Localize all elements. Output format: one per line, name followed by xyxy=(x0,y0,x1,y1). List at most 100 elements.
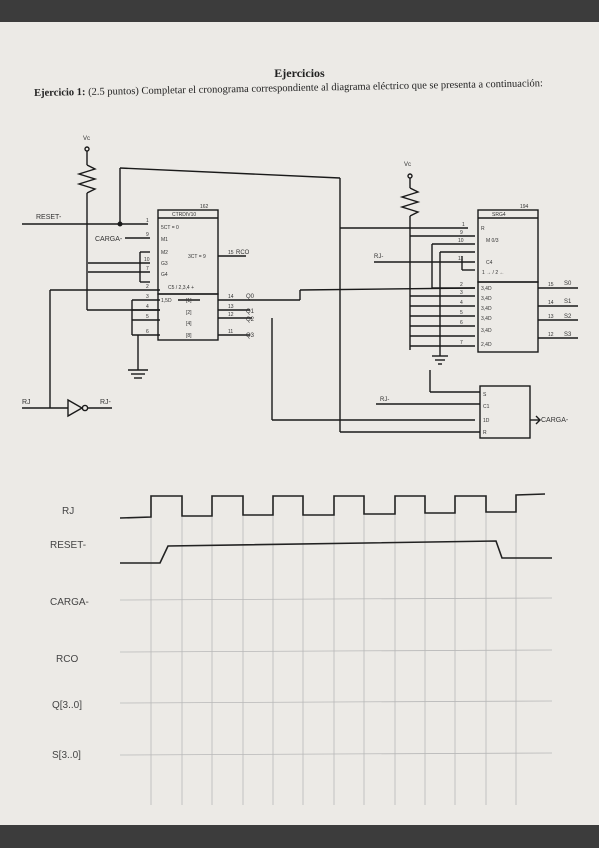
rj-inverted-label: RJ- xyxy=(100,399,112,406)
shift-line-6: 3,4D xyxy=(481,296,492,302)
pullup-resistor-left xyxy=(76,164,98,194)
q1-label: Q1 xyxy=(246,309,255,315)
counter-pin-10: 10 xyxy=(144,257,150,263)
counter-162-outputs xyxy=(157,293,219,341)
rco-label: RCO xyxy=(236,250,250,256)
shift-pin-3: 3 xyxy=(460,290,463,296)
timing-grid xyxy=(119,495,553,805)
shift-pin-13: 13 xyxy=(548,314,554,320)
exam-sheet: Ejercicios Ejercicio 1: (2.5 puntos) Com… xyxy=(0,22,599,825)
counter-name: CTRDIV10 xyxy=(172,212,196,218)
timing-waveforms xyxy=(119,493,552,564)
vcc-terminal-right xyxy=(407,173,413,179)
signal-label-carga: CARGA- xyxy=(50,597,89,608)
counter-pin-3: 3 xyxy=(146,294,149,300)
counter-pin-14: 14 xyxy=(228,294,234,300)
counter-line-5: G4 xyxy=(161,272,168,278)
counter-pin-12: 12 xyxy=(228,312,234,318)
inverter-gate xyxy=(67,398,84,418)
shift-pin-15: 15 xyxy=(548,282,554,288)
reset-waveform xyxy=(120,540,552,564)
shift-line-2: M 0/3 xyxy=(486,238,499,244)
counter-line-11: [8] xyxy=(186,333,192,339)
counter-line-10: [4] xyxy=(186,321,192,327)
counter-line-4: G3 xyxy=(161,261,168,267)
counter-pin-15: 15 xyxy=(228,250,234,256)
signal-label-rco: RCO xyxy=(56,654,78,665)
pullup-resistor-right xyxy=(399,187,421,217)
counter-pin-2: 2 xyxy=(146,284,149,290)
q3-label: Q3 xyxy=(246,333,255,339)
shift-name: SRG4 xyxy=(492,212,506,218)
inverter-bubble xyxy=(81,404,89,412)
counter-line-7: 1,5D xyxy=(161,298,172,304)
counter-pin-13: 13 xyxy=(228,304,234,310)
q0-label: Q0 xyxy=(246,294,255,300)
signal-label-reset: RESET- xyxy=(50,540,86,551)
circuit-diagram xyxy=(22,146,578,439)
s2-label: S2 xyxy=(564,314,572,320)
vcc-label-right: Vc xyxy=(404,162,411,168)
ff-set-label: S xyxy=(483,392,487,398)
shift-pin-4: 4 xyxy=(460,300,463,306)
counter-pin-5: 5 xyxy=(146,314,149,320)
counter-pin-6: 6 xyxy=(146,329,149,335)
shift-part-number: 194 xyxy=(520,204,529,210)
page-title: Ejercicios xyxy=(274,66,325,80)
shift-pin-1: 1 xyxy=(462,222,465,228)
counter-line-6: C5 / 2,3,4 + xyxy=(168,285,194,291)
shift-pin-12: 12 xyxy=(548,332,554,338)
signal-label-q: Q[3..0] xyxy=(52,700,82,711)
shift-pin-9: 9 xyxy=(460,230,463,236)
rj-label-shift: RJ- xyxy=(374,254,383,260)
shift-line-9: 3,4D xyxy=(481,328,492,334)
shift-line-5: 3,4D xyxy=(481,286,492,292)
counter-line-2: M1 xyxy=(161,237,168,243)
counter-line-9: [2] xyxy=(186,310,192,316)
counter-pin-7: 7 xyxy=(146,266,149,272)
shift-pin-10: 10 xyxy=(458,238,464,244)
counter-line-8: [1] xyxy=(186,298,192,304)
counter-line-1: 5CT = 0 xyxy=(161,225,179,231)
q2-label: Q2 xyxy=(246,317,255,323)
flip-flop-body xyxy=(479,385,531,439)
s1-label: S1 xyxy=(564,299,572,305)
shift-line-4: 1 → / 2 ← xyxy=(482,270,505,276)
vcc-label-left: Vc xyxy=(83,136,90,142)
shift-pin-2: 2 xyxy=(460,282,463,288)
shift-pin-11: 11 xyxy=(458,256,463,262)
shift-line-7: 3,4D xyxy=(481,306,492,312)
s3-label: S3 xyxy=(564,332,572,338)
counter-pin-9: 9 xyxy=(146,232,149,238)
reset-label: RESET- xyxy=(36,214,62,221)
signal-label-s: S[3..0] xyxy=(52,750,81,761)
counter-line-3: M2 xyxy=(161,250,168,256)
signal-label-rj: RJ xyxy=(62,506,74,517)
rj-waveform xyxy=(119,493,546,519)
counter-line-12: 3CT = 9 xyxy=(188,254,206,260)
shift-register-194-outputs xyxy=(477,281,539,353)
shift-line-10: 2,4D xyxy=(481,342,492,348)
carga-output-label: CARGA- xyxy=(541,417,569,424)
carga-label: CARGA- xyxy=(95,236,123,243)
counter-part-number: 162 xyxy=(200,204,209,210)
timing-labels: RJ RESET- CARGA- RCO Q[3..0] S[3..0] xyxy=(50,506,89,761)
counter-pin-4: 4 xyxy=(146,304,149,310)
shift-pin-14: 14 xyxy=(548,300,554,306)
ff-clock-label: C1 xyxy=(483,404,490,410)
shift-line-8: 3,4D xyxy=(481,316,492,322)
ff-data-label: 1D xyxy=(483,418,490,424)
s0-label: S0 xyxy=(564,281,572,287)
counter-pin-11: 11 xyxy=(228,329,233,335)
vcc-terminal-left xyxy=(84,146,90,152)
shift-pin-7: 7 xyxy=(460,340,463,346)
shift-pin-6: 6 xyxy=(460,320,463,326)
shift-line-3: C4 xyxy=(486,260,493,266)
rj-input-label: RJ xyxy=(22,399,31,406)
circuit-labels: Vc Vc RESET- CARGA- RJ RJ- RJ- RJ- CARGA… xyxy=(22,136,572,436)
shift-pin-5: 5 xyxy=(460,310,463,316)
ff-reset-label: R xyxy=(483,430,487,436)
rj-label-flipflop: RJ- xyxy=(380,397,389,403)
shift-line-1: R xyxy=(481,226,485,232)
